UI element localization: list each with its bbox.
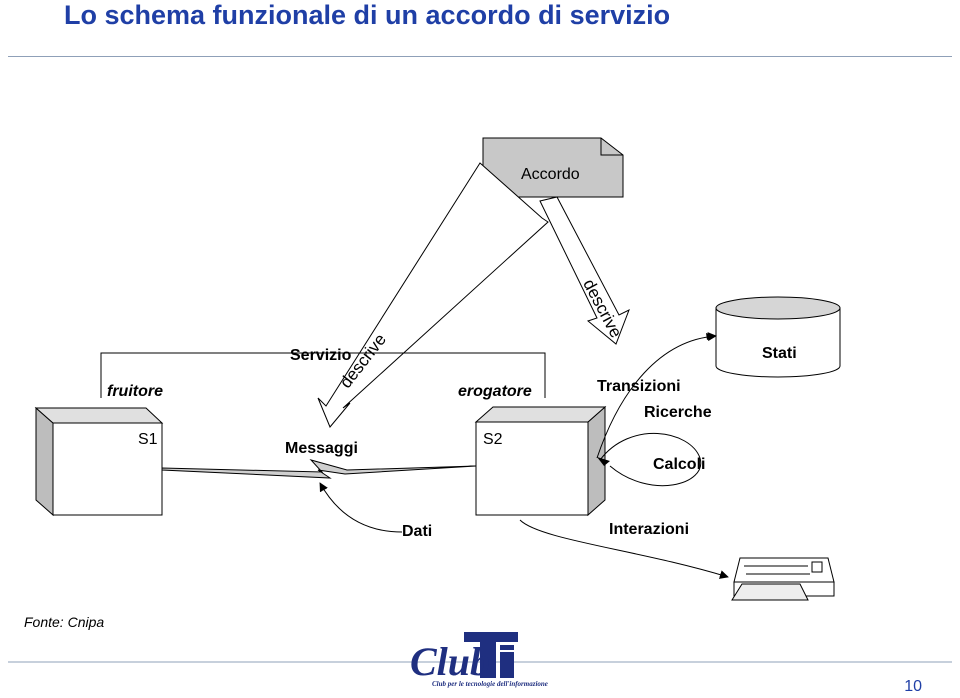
node-s2: [474, 405, 607, 517]
logo-tagline: Club per le tecnologie dell'informazione: [432, 680, 548, 688]
descrive-arrow-right: [539, 196, 630, 345]
interazioni-arrow: [519, 519, 729, 579]
descrive-arrow-left: [317, 162, 549, 428]
transizioni-arrow: [596, 332, 717, 459]
dati-label: Dati: [402, 523, 433, 540]
messaggi-connector: [161, 459, 477, 479]
logo-name: Club: [410, 639, 491, 684]
stati-label: Stati: [762, 345, 797, 362]
club-ti-logo: [464, 632, 518, 678]
page-number: 10: [904, 678, 922, 695]
slide-title: Lo schema funzionale di un accordo di se…: [64, 0, 671, 30]
transizioni-label: Transizioni: [597, 378, 681, 395]
dati-arrow: [319, 482, 403, 533]
erogatore-label: erogatore: [458, 383, 532, 400]
printer-icon: [731, 557, 835, 601]
messaggi-label: Messaggi: [285, 440, 358, 457]
servizio-bracket: [100, 352, 546, 398]
ricerche-label: Ricerche: [644, 404, 712, 421]
source-note: Fonte: Cnipa: [24, 614, 105, 630]
accordo-label: Accordo: [521, 166, 580, 183]
fruitore-label: fruitore: [107, 383, 163, 400]
stati-cylinder: [715, 296, 841, 378]
calcoli-label: Calcoli: [653, 456, 706, 473]
title-divider: [8, 56, 952, 57]
s2-label: S2: [483, 431, 503, 448]
node-s1: [34, 406, 164, 517]
ricerche-calcoli-loop: [599, 433, 702, 487]
servizio-label: Servizio: [290, 347, 352, 364]
interazioni-label: Interazioni: [609, 521, 690, 538]
s1-label: S1: [138, 431, 158, 448]
